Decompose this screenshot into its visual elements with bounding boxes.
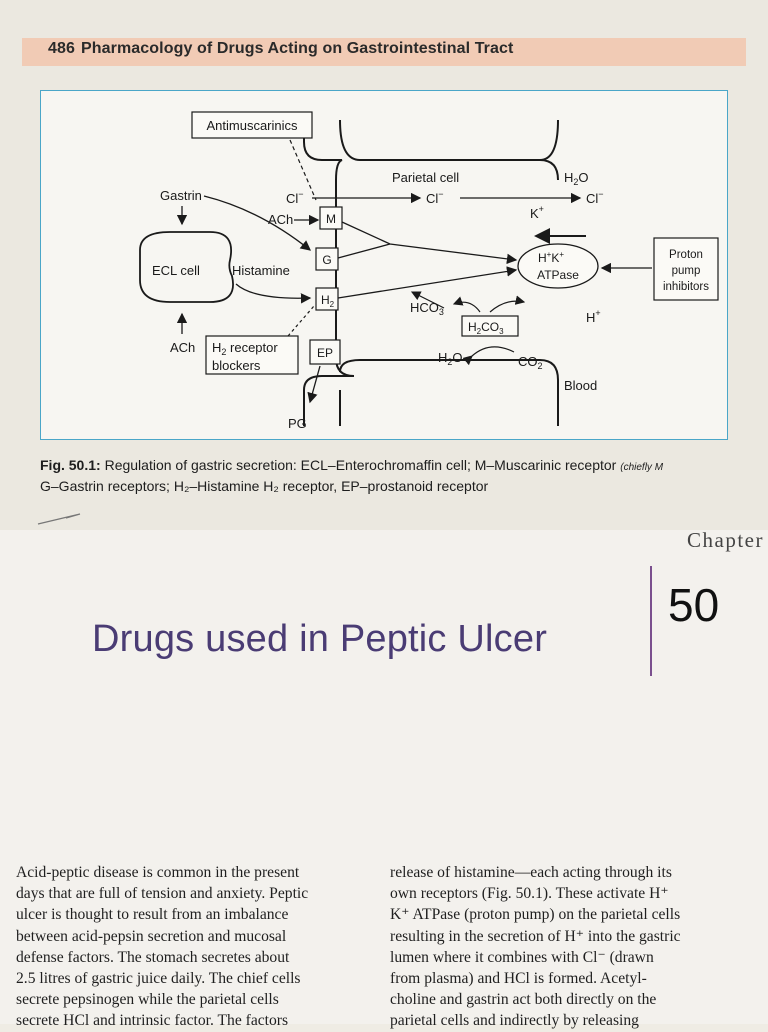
figure-caption-line1: Regulation of gastric secretion: ECL–Ent… [100, 457, 617, 473]
h2-blockers-box: H2 receptor blockers [205, 335, 299, 375]
svg-text:pump: pump [672, 265, 701, 277]
ppi-box: Proton pump inhibitors [653, 237, 719, 301]
chapter-rule [650, 566, 652, 676]
receptor-h2-box: H2 [315, 287, 339, 311]
figure-caption-line2: G–Gastrin receptors; H₂–Histamine H₂ rec… [40, 478, 489, 494]
parietal-cell-label: Parietal cell [392, 170, 459, 185]
svg-text:inhibitors: inhibitors [663, 281, 709, 293]
figure-caption-tail: (chiefly M [620, 462, 664, 473]
h2o-top-label: H2O [564, 170, 589, 187]
cl-out-label: Cl− [586, 189, 604, 206]
body-line: ulcer is thought to result from an imbal… [16, 906, 289, 924]
body-line: Acid-peptic disease is common in the pre… [16, 864, 300, 881]
pg-label: PG [288, 416, 307, 431]
running-title: Pharmacology of Drugs Acting on Gastroin… [81, 40, 514, 57]
svg-text:M: M [326, 212, 336, 226]
page-number: 486 [48, 40, 75, 57]
svg-text:Antimuscarinics: Antimuscarinics [206, 118, 298, 133]
figure-caption-label: Fig. 50.1: [40, 457, 101, 473]
gastrin-arrow [203, 195, 312, 251]
gastrin-label: Gastrin [160, 188, 202, 203]
svg-text:G: G [322, 253, 331, 267]
body-line: release of histamine—each acting through… [390, 864, 672, 881]
g-to-pump-line [337, 243, 391, 259]
body-line: between acid-pepsin secretion and mucosa… [16, 927, 287, 945]
svg-text:EP: EP [317, 346, 333, 360]
proton-pump: H+K+ ATPase [517, 243, 599, 289]
receptor-m-box: M [319, 206, 343, 230]
chapter-number: 50 [668, 579, 720, 631]
chapter-title: Drugs used in Peptic Ulcer [92, 618, 548, 660]
h2co3-left-arrow [452, 296, 481, 313]
h2o-co2-arrow [462, 346, 515, 366]
pg-arrow [307, 365, 321, 404]
m-to-pump-line [341, 221, 518, 265]
body-column-left: Acid-peptic disease is common in the pre… [16, 862, 378, 1032]
body-line: K⁺ ATPase (proton pump) on the parietal … [390, 906, 681, 924]
figure-caption: Fig. 50.1: Regulation of gastric secreti… [40, 456, 756, 495]
cl-minus-label: Cl− [286, 189, 304, 206]
page-bottom-section [0, 530, 768, 1024]
body-line: secrete HCl and intrinsic factor. The fa… [16, 1012, 289, 1030]
k-plus-label: K+ [530, 204, 544, 221]
blood-label: Blood [564, 378, 597, 393]
ecl-cell-shape [139, 231, 234, 303]
body-line: defense factors. The stomach secretes ab… [16, 948, 290, 966]
body-line: choline and gastrin act both directly on… [390, 991, 657, 1009]
histamine-arrow [235, 283, 312, 304]
svg-text:blockers: blockers [212, 358, 261, 373]
receptor-ep-box: EP [309, 339, 341, 365]
h-plus-label: H+ [586, 308, 601, 325]
running-header-bar [22, 38, 746, 66]
h2-block-line [287, 305, 315, 337]
svg-text:H2CO3: H2CO3 [468, 320, 504, 336]
antimuscarinics-box: Antimuscarinics [191, 111, 313, 139]
body-line: lumen where it combines with Cl⁻ (drawn [390, 948, 654, 966]
antimuscarinics-block-line [289, 139, 317, 201]
chapter-word: Chapter [687, 528, 764, 552]
h2-to-pump-line [337, 266, 518, 299]
body-line: from plasma) and HCl is formed. Acetyl- [390, 970, 647, 988]
svg-text:H+K+: H+K+ [538, 250, 564, 265]
cl-in-cell-label: Cl− [426, 189, 444, 206]
body-line: resulting in the secretion of H⁺ into th… [390, 927, 681, 945]
h2co3-box: H2CO3 [461, 315, 519, 337]
h2co3-right-arrow [489, 295, 526, 313]
pencil-mark-middle [37, 513, 81, 525]
svg-text:Proton: Proton [669, 249, 703, 261]
histamine-label: Histamine [232, 263, 290, 278]
hco3-arrow [410, 291, 445, 309]
receptor-g-box: G [315, 247, 339, 271]
body-line: secrete pepsinogen while the parietal ce… [16, 991, 279, 1009]
svg-text:H2 receptor: H2 receptor [212, 340, 278, 357]
body-line: 2.5 litres of gastric juice daily. The c… [16, 970, 301, 988]
co2-label: CO2 [518, 354, 543, 371]
body-line: own receptors (Fig. 50.1). These activat… [390, 885, 669, 903]
h2o-bottom-label: H2O [438, 350, 463, 367]
body-column-right: release of histamine—each acting through… [390, 862, 752, 1032]
hco3-label: HCO3 [410, 300, 444, 317]
running-header: 486 Pharmacology of Drugs Acting on Gastr… [48, 40, 513, 58]
gastric-secretion-diagram: Antimuscarinics Gastrin Cl− ACh M G H2 E… [139, 111, 719, 431]
ach-bottom-label: ACh [170, 340, 195, 355]
ach-m-label: ACh [268, 212, 293, 227]
svg-text:H2: H2 [321, 293, 335, 309]
ecl-cell-label: ECL cell [152, 263, 200, 278]
body-line: parietal cells and indirectly by releasi… [390, 1012, 639, 1030]
body-line: days that are full of tension and anxiet… [16, 885, 309, 903]
svg-text:ATPase: ATPase [537, 268, 579, 282]
figure-frame [40, 90, 728, 440]
